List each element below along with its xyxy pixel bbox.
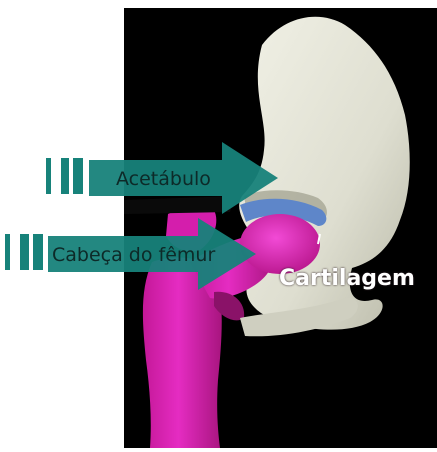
femoral-head-bar-2 (20, 234, 29, 270)
cartilage-label: Cartilagem (279, 266, 415, 291)
femoral-head-label: Cabeça do fêmur (52, 244, 215, 266)
femoral-head (240, 214, 320, 274)
acetabulum-bar-1 (46, 158, 51, 194)
acetabulum-bar-3 (73, 158, 83, 194)
acetabulum-label: Acetábulo (116, 168, 211, 190)
acetabulum-bar-2 (61, 158, 69, 194)
femoral-head-bar-1 (5, 234, 10, 270)
femoral-head-bar-3 (33, 234, 43, 270)
